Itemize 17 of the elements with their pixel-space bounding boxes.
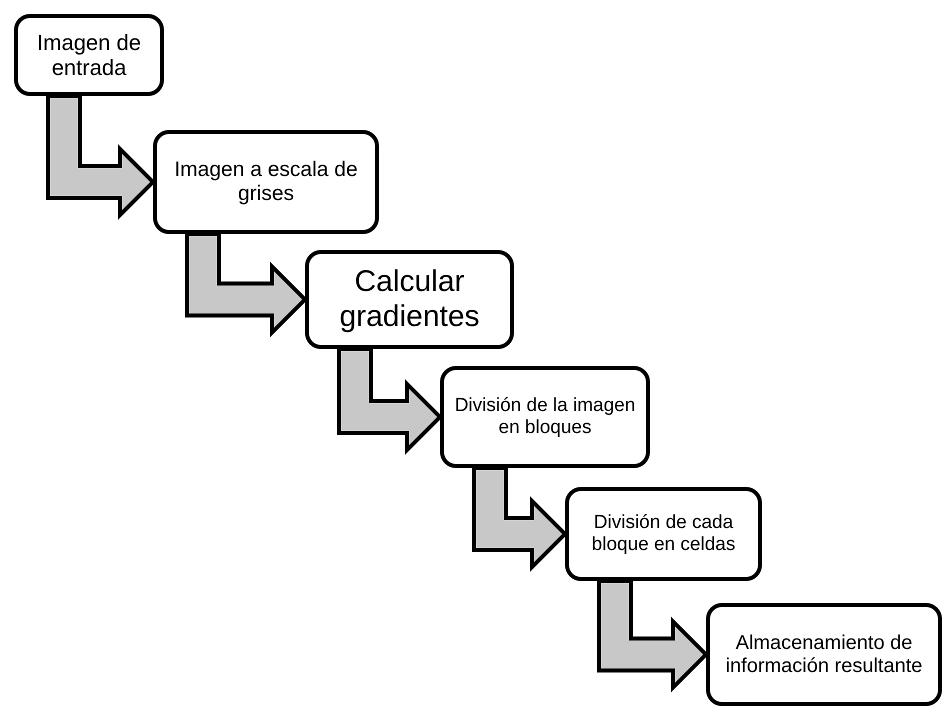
bent-arrow [597,579,709,692]
bent-arrow [185,232,308,338]
bent-arrow [472,466,568,572]
step-label: Imagen a escala de grises [173,158,359,206]
process-box [565,487,762,581]
process-box [706,603,942,706]
bent-arrow [46,94,156,220]
step-label: Imagen de entrada [36,30,142,80]
step-label: Calcular gradientes [338,265,481,334]
step-label: Almacenamiento de información resultante [724,632,924,678]
step-label: División de la imagen en bloques [454,395,636,439]
process-box [305,250,514,349]
bent-arrow [337,347,443,455]
process-box [440,366,650,468]
step-label: División de cada bloque en celdas [590,512,736,556]
process-box [153,130,379,234]
process-box [14,14,164,96]
